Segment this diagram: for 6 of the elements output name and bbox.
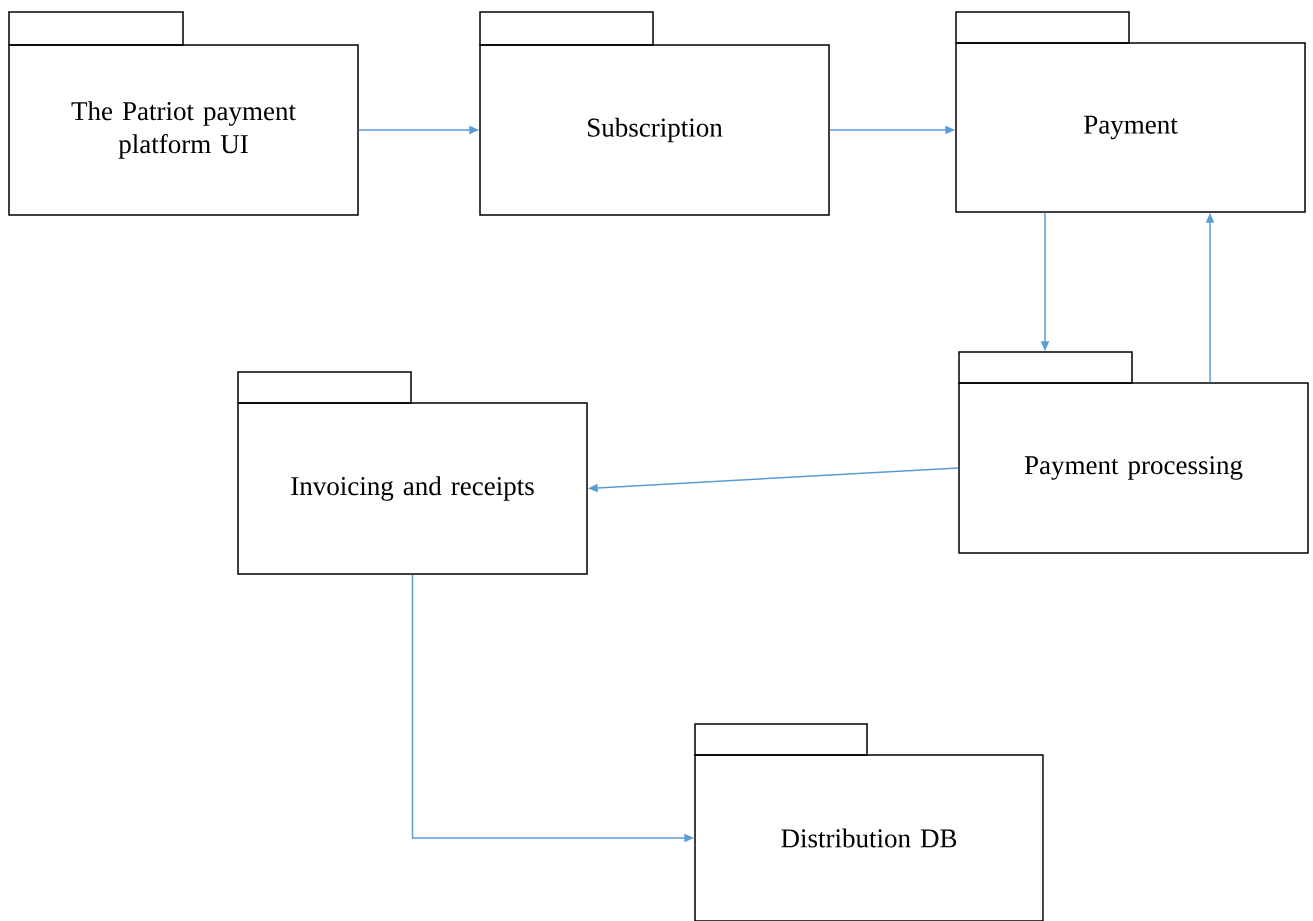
package-box: The Patriot payment platform UI <box>8 11 359 216</box>
package-box: Subscription <box>479 11 830 216</box>
package-box: Payment <box>955 11 1306 213</box>
package-box: Invoicing and receipts <box>237 371 588 575</box>
package-box: Distribution DB <box>694 723 1044 921</box>
package-box: Payment processing <box>958 351 1309 554</box>
